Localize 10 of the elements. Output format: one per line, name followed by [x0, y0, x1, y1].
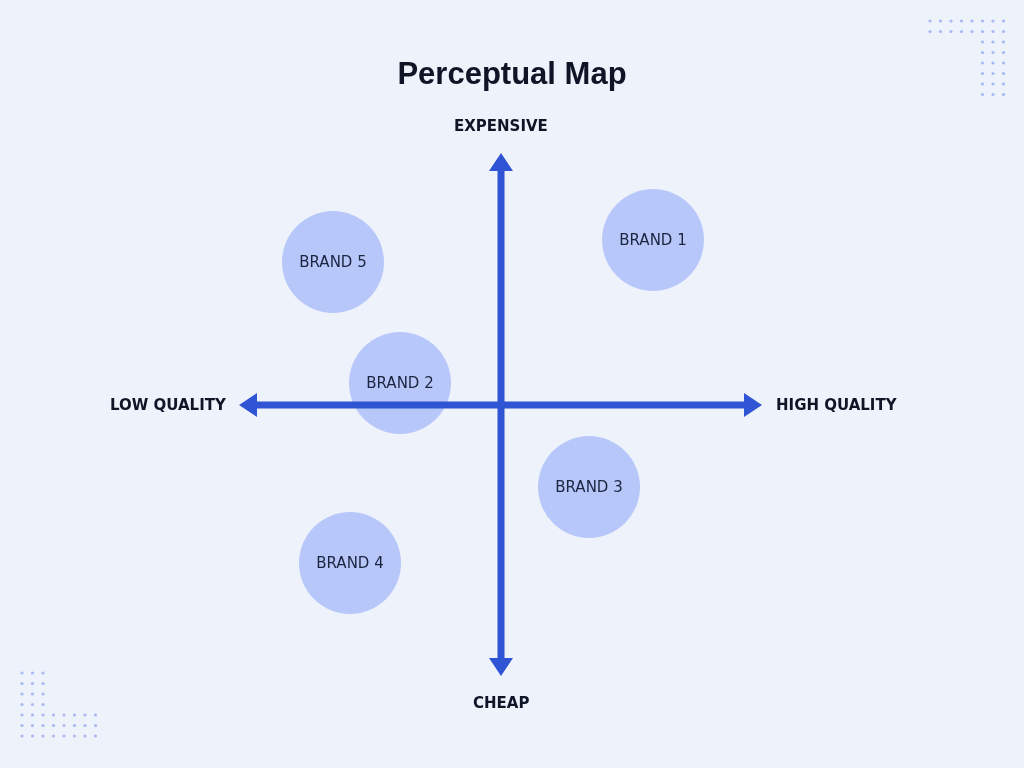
bubble-label: BRAND 5 [299, 253, 367, 271]
axis-label: HIGH QUALITY [776, 396, 897, 414]
axis-label: CHEAP [473, 694, 530, 712]
chart-title: Perceptual Map [396, 56, 628, 92]
bubble-label: BRAND 4 [316, 554, 384, 572]
bubble-label: BRAND 1 [619, 231, 687, 249]
bubble-label: BRAND 3 [555, 478, 623, 496]
axis-label: LOW QUALITY [110, 396, 226, 414]
axis-label: EXPENSIVE [454, 117, 548, 135]
bubble-label: BRAND 2 [366, 374, 434, 392]
